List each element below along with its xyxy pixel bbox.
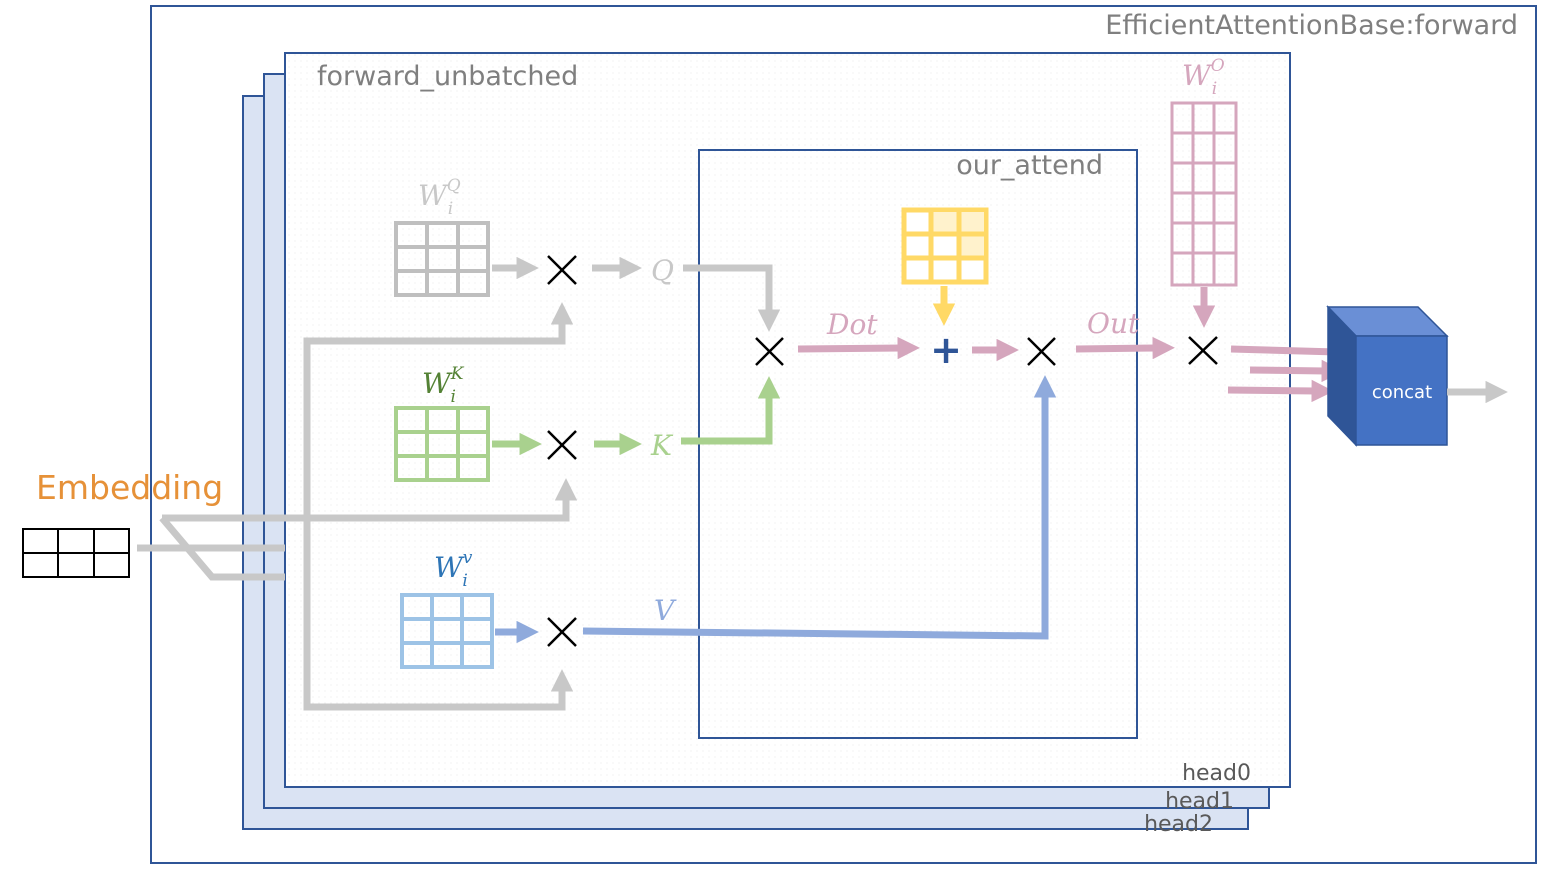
wq-matrix: [394, 221, 490, 297]
our-attend-title: our_attend: [956, 150, 1103, 181]
embedding-fanout: [137, 302, 578, 711]
out-label: Out: [1087, 307, 1140, 340]
dot-multiply-icon: [755, 337, 784, 366]
k-label: K: [650, 429, 674, 462]
q-to-dot-arrow: [683, 264, 781, 332]
final-multiply-icon: [1188, 336, 1218, 365]
embedding-matrix: [22, 528, 130, 578]
outer-title: EfficientAttentionBase:forward: [1105, 10, 1518, 41]
out-multiply-icon: [1027, 337, 1056, 366]
head0-label: head0: [1182, 761, 1251, 786]
k-to-dot-arrow: [681, 376, 781, 445]
head-output-arrows: [1227, 340, 1355, 403]
q-multiply-icon: [547, 255, 577, 285]
q-label: Q: [651, 254, 674, 287]
concat-block: concat: [1326, 305, 1449, 447]
forward-unbatched-title: forward_unbatched: [317, 61, 578, 92]
bias-matrix: [901, 207, 989, 285]
head2-label: head2: [1144, 812, 1213, 837]
k-multiply-icon: [547, 430, 577, 460]
wk-matrix: [394, 406, 490, 482]
out-arrow: [1075, 336, 1175, 360]
embedding-label: Embedding: [36, 468, 223, 507]
wv-matrix: [400, 593, 494, 669]
v-multiply-icon: [547, 617, 577, 647]
concat-label: concat: [1372, 382, 1432, 403]
v-label: V: [654, 594, 677, 627]
dot-label: Dot: [826, 308, 878, 341]
plus-icon: +: [930, 328, 962, 372]
wo-matrix: [1170, 101, 1238, 287]
dot-arrow: [797, 336, 920, 360]
head1-label: head1: [1165, 789, 1234, 814]
head0-panel: [284, 52, 1291, 788]
v-to-out-arrow: [582, 375, 1057, 640]
